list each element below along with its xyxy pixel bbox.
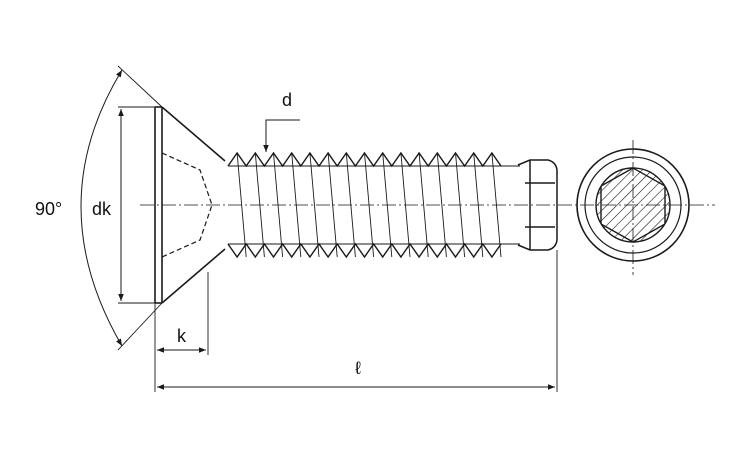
thread-flank bbox=[309, 152, 320, 258]
thread-flank bbox=[473, 152, 484, 258]
thread-flank bbox=[254, 152, 265, 258]
dk-label: dk bbox=[92, 199, 112, 219]
screw-head bbox=[154, 106, 226, 304]
thread-crest-bottom bbox=[227, 242, 502, 259]
thread-flank bbox=[400, 152, 411, 258]
thread-flank bbox=[436, 152, 447, 258]
pilot-tip bbox=[517, 159, 558, 251]
extension-lines bbox=[117, 65, 558, 392]
thread-flank bbox=[236, 152, 247, 258]
end-view bbox=[576, 148, 690, 262]
thread-flank bbox=[455, 152, 466, 258]
hidden-recess-outline bbox=[161, 152, 213, 258]
thread-flank bbox=[327, 152, 338, 258]
angle-label: 90° bbox=[35, 199, 62, 219]
thread-flanks bbox=[236, 152, 502, 258]
thread-flank bbox=[345, 152, 356, 258]
angle-dimension-arc bbox=[80, 69, 123, 347]
thread-flank bbox=[364, 152, 375, 258]
length-label: ℓ bbox=[355, 358, 361, 378]
thread-flank bbox=[382, 152, 393, 258]
thread-flank bbox=[291, 152, 302, 258]
d-label: d bbox=[282, 90, 292, 110]
d-leader-line bbox=[263, 119, 300, 152]
thread-flank bbox=[418, 152, 429, 258]
k-label: k bbox=[177, 326, 187, 346]
thread-flank bbox=[273, 152, 284, 258]
thread-flank bbox=[491, 152, 502, 258]
